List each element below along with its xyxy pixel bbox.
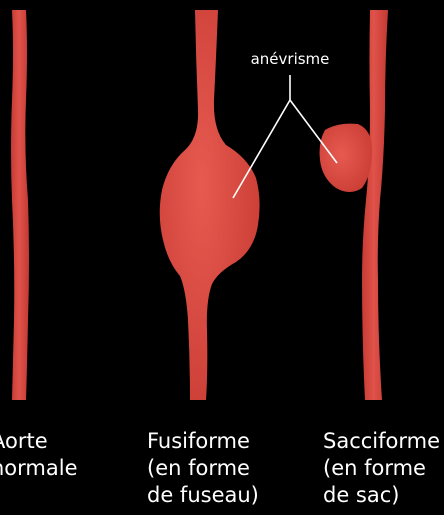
normal-aorta-caption-line-1: Aorte xyxy=(0,428,78,455)
saccular-caption: Sacciforme (en forme de sac) xyxy=(323,428,440,509)
normal-aorta-caption-line-2: normale xyxy=(0,455,78,482)
fusiform-caption-line-3: de fuseau) xyxy=(147,482,259,509)
fusiform-aneurysm-vessel xyxy=(160,10,260,400)
saccular-sac xyxy=(320,124,372,192)
aneurysm-callout-label: anévrisme xyxy=(240,50,340,68)
callout-leader-fusiform xyxy=(233,100,290,198)
saccular-aneurysm-vessel xyxy=(362,10,388,400)
fusiform-caption-line-2: (en forme xyxy=(147,455,259,482)
fusiform-caption: Fusiforme (en forme de fuseau) xyxy=(147,428,259,509)
saccular-caption-line-2: (en forme xyxy=(323,455,440,482)
saccular-caption-line-3: de sac) xyxy=(323,482,440,509)
saccular-caption-line-1: Sacciforme xyxy=(323,428,440,455)
normal-aorta-caption: Aorte normale xyxy=(0,428,78,482)
fusiform-caption-line-1: Fusiforme xyxy=(147,428,259,455)
normal-aorta-vessel xyxy=(11,10,29,400)
